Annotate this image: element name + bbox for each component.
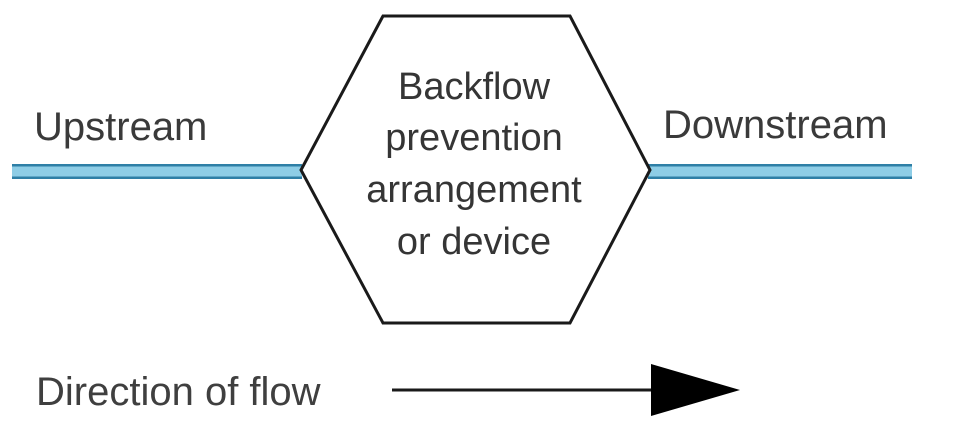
downstream-pipe	[648, 164, 912, 179]
upstream-label: Upstream	[34, 105, 207, 149]
upstream-pipe	[12, 164, 302, 179]
device-hexagon	[299, 14, 652, 325]
right-arrow-icon	[392, 364, 740, 416]
device-label-line-2: prevention	[385, 117, 562, 159]
device-label-line-4: or device	[397, 221, 551, 263]
direction-of-flow-label: Direction of flow	[36, 370, 321, 414]
device-label-line-1: Backflow	[398, 66, 551, 108]
downstream-label: Downstream	[663, 103, 888, 147]
device-label-line-3: arrangement	[366, 169, 582, 211]
